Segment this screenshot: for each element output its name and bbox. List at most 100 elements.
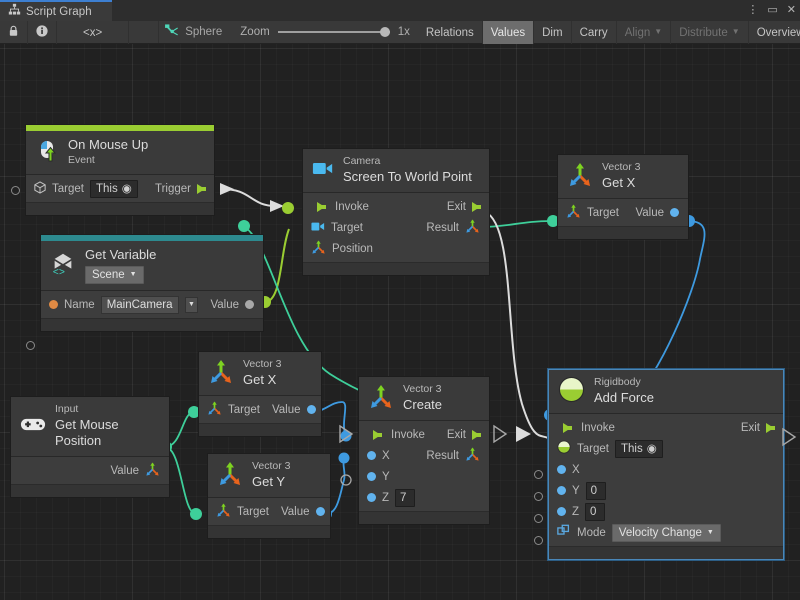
external-port-z[interactable] (534, 514, 543, 523)
variable-name-dropdown-button[interactable]: ▼ (184, 296, 199, 313)
info-button[interactable] (28, 21, 57, 44)
port-label-trigger: Trigger (155, 182, 191, 195)
y-value-field[interactable]: 0 (585, 481, 606, 500)
zoom-slider-knob[interactable] (379, 27, 390, 37)
target-value-chip[interactable]: This ◉ (614, 439, 663, 458)
port-label-mode: Mode (577, 526, 606, 539)
vector3-port-icon[interactable] (311, 239, 326, 258)
external-port-y[interactable] (534, 492, 543, 501)
node-vector3-get-x-mid[interactable]: Vector 3 Get X Target Value (198, 351, 322, 437)
target-picker-icon[interactable]: ◉ (646, 442, 657, 455)
port-label-y: Y (382, 470, 390, 483)
vector3-port-icon[interactable] (465, 218, 480, 237)
port-dot-name[interactable] (49, 300, 58, 309)
variable-kind-dropdown[interactable]: Scene ▼ (85, 266, 144, 284)
node-titles: Camera Screen To World Point (343, 155, 472, 185)
port-dot-y[interactable] (557, 486, 566, 495)
node-rigidbody-add-force[interactable]: Rigidbody Add Force Invoke Exit (534, 369, 784, 560)
toolbar-button-distribute[interactable]: Distribute ▼ (671, 21, 749, 44)
graph-canvas[interactable]: On Mouse Up Event Target This ◉ (0, 44, 800, 600)
tab-label: Script Graph (26, 5, 92, 18)
port-dot-z[interactable] (557, 507, 566, 516)
node-on-mouse-up[interactable]: On Mouse Up Event Target This ◉ (11, 124, 215, 216)
node-header: On Mouse Up Event (26, 131, 214, 175)
flow-in-arrow-icon[interactable] (317, 201, 326, 212)
target-picker-icon[interactable]: ◉ (121, 182, 132, 195)
variable-kind-label: Scene (92, 269, 125, 281)
toolbar-button-carry[interactable]: Carry (572, 21, 617, 44)
z-value-field[interactable]: 7 (395, 488, 416, 507)
port-dot-x[interactable] (557, 465, 566, 474)
port-label-z: Z (382, 491, 390, 504)
port-dot-value[interactable] (245, 300, 254, 309)
vector3-port-icon[interactable] (465, 446, 480, 465)
port-label-invoke: Invoke (581, 421, 615, 434)
node-camera-screen-to-world-point[interactable]: Camera Screen To World Point Invoke Exit (302, 148, 490, 276)
vector3-port-icon[interactable] (207, 400, 222, 419)
toolbar-button-align[interactable]: Align ▼ (617, 21, 672, 44)
node-vector3-get-x-top[interactable]: Vector 3 Get X Target Value (557, 154, 689, 240)
port-label-exit: Exit (740, 421, 760, 434)
zoom-slider[interactable] (277, 26, 390, 38)
lock-button[interactable] (0, 21, 28, 44)
target-value-chip[interactable]: This ◉ (89, 179, 138, 198)
close-icon[interactable]: ✕ (786, 4, 796, 16)
node-subtitle: Camera (343, 155, 381, 167)
unity-variable-icon: <> (50, 251, 76, 280)
external-port-mode[interactable] (534, 536, 543, 545)
tab-script-graph[interactable]: Script Graph (0, 0, 112, 21)
vector3-port-icon[interactable] (216, 502, 231, 521)
port-dot-z[interactable] (367, 493, 376, 502)
node-input-get-mouse-position[interactable]: Input Get Mouse Position Value (10, 396, 170, 498)
zoom-control[interactable]: Zoom 1x (232, 21, 418, 43)
port-dot-value[interactable] (306, 405, 316, 414)
node-vector3-create[interactable]: Vector 3 Create Invoke Exit X Result (358, 376, 490, 525)
code-toggle-button[interactable]: <x> (57, 21, 130, 44)
port-row-name: Name MainCamera ▼ Value (41, 294, 263, 315)
menu-icon[interactable]: ⋮ (747, 4, 759, 16)
port-dot-value[interactable] (315, 507, 325, 516)
mode-value: Velocity Change (618, 526, 702, 539)
rigidbody-icon (558, 376, 585, 406)
port-label-target: Target (228, 403, 260, 416)
node-header: Vector 3 Get X (199, 352, 321, 396)
port-dot-x[interactable] (367, 451, 376, 460)
toolbar-button-values[interactable]: Values (482, 21, 535, 44)
toolbar-button-relations[interactable]: Relations (418, 21, 483, 44)
graph-target-button[interactable]: Sphere (159, 21, 232, 43)
external-port-target[interactable] (11, 186, 20, 195)
flow-out-arrow-icon[interactable] (472, 429, 481, 440)
port-row-y: Y 0 (549, 480, 783, 501)
maximize-icon[interactable]: ▭ (767, 4, 778, 16)
external-port-name[interactable] (26, 341, 35, 350)
node-title: Create (403, 397, 443, 412)
node-get-variable[interactable]: <> Get Variable Scene ▼ Name MainCamera (26, 234, 264, 350)
enum-icon[interactable] (557, 524, 571, 541)
node-footer (11, 484, 169, 497)
port-label-position: Position (332, 242, 373, 255)
flow-out-arrow-icon[interactable] (472, 201, 481, 212)
flow-in-arrow-icon[interactable] (373, 429, 382, 440)
camera-port-icon[interactable] (311, 221, 325, 235)
align-label: Align (624, 26, 651, 39)
vector3-icon (368, 384, 394, 413)
flow-out-arrow-icon[interactable] (197, 183, 206, 194)
external-port-x[interactable] (534, 470, 543, 479)
zoom-value-label: 1x (397, 26, 410, 38)
node-header: Vector 3 Get X (558, 155, 688, 199)
port-dot-value[interactable] (670, 208, 679, 217)
target-value-label: This (620, 442, 643, 455)
toolbar-button-dim[interactable]: Dim (534, 21, 572, 44)
vector3-port-icon[interactable] (566, 203, 581, 222)
node-title: Get X (243, 372, 277, 387)
z-value-field[interactable]: 0 (585, 502, 606, 521)
flow-in-arrow-icon[interactable] (563, 422, 572, 433)
rigidbody-port-icon[interactable] (557, 440, 571, 457)
variable-name-field[interactable]: MainCamera (100, 295, 179, 314)
vector3-port-icon[interactable] (145, 461, 160, 480)
flow-out-arrow-icon[interactable] (766, 422, 775, 433)
toolbar-button-overview[interactable]: Overview (749, 21, 800, 44)
mode-dropdown[interactable]: Velocity Change ▼ (611, 523, 721, 542)
node-vector3-get-y[interactable]: Vector 3 Get Y Target Value (207, 453, 331, 539)
port-dot-y[interactable] (367, 472, 376, 481)
